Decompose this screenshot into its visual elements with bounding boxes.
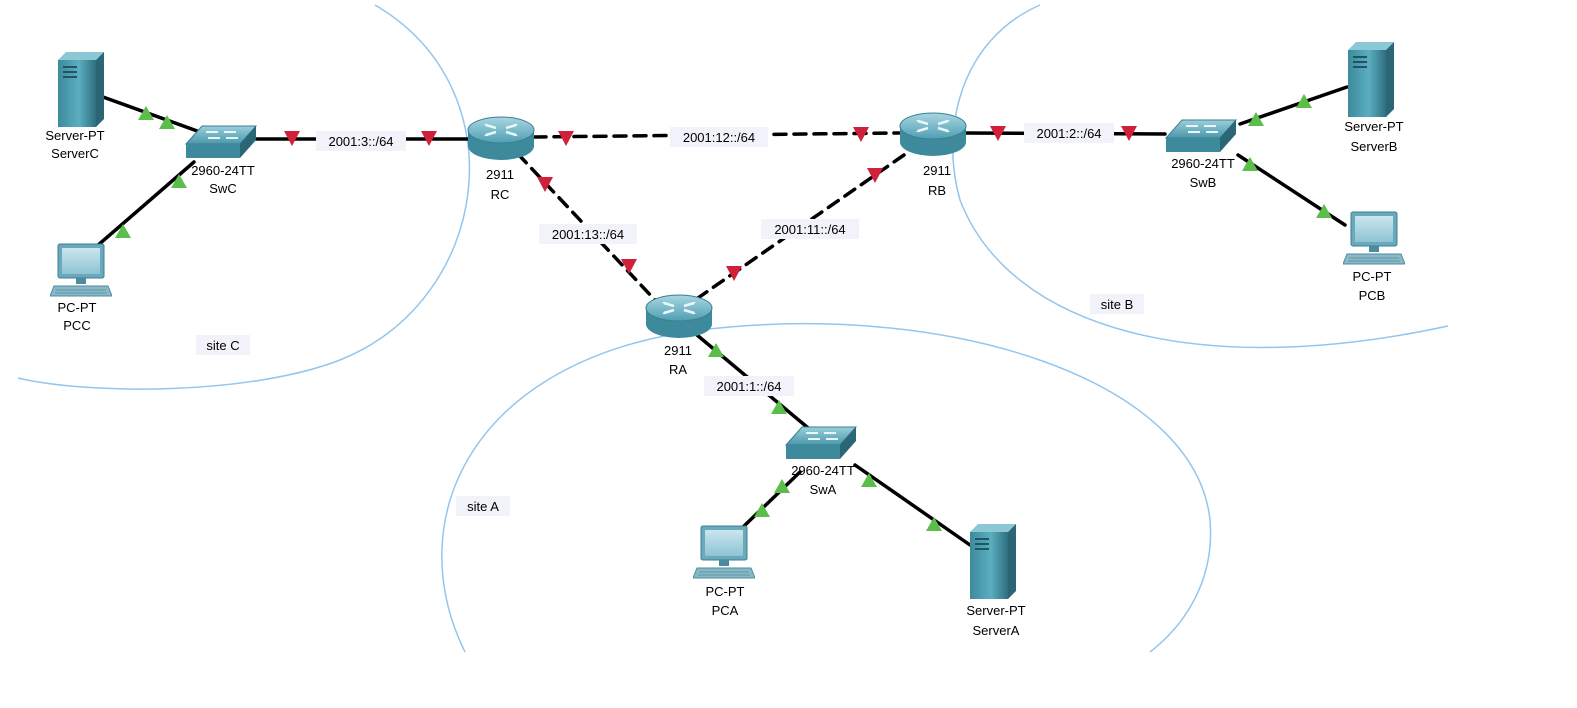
device-name: PCC xyxy=(63,318,90,333)
link-down-indicator xyxy=(853,127,869,142)
link-up-indicator xyxy=(771,400,787,414)
link-down-indicator xyxy=(726,266,742,281)
site-a-boundary xyxy=(441,323,1212,653)
link-up-indicator xyxy=(171,174,187,188)
site-labels: site C site B site A xyxy=(196,294,1144,516)
link-down-indicator xyxy=(1121,126,1137,141)
device-model: PC-PT xyxy=(1353,269,1392,284)
link-down-indicator xyxy=(537,177,553,192)
device-model: PC-PT xyxy=(706,584,745,599)
link-up-indicator xyxy=(861,473,877,487)
server-icon xyxy=(1348,42,1394,117)
device-model: 2911 xyxy=(664,343,692,358)
network-labels: 2001:3::/64 2001:12::/64 2001:2::/64 200… xyxy=(316,123,1114,396)
network-address: 2001:2::/64 xyxy=(1036,126,1101,141)
device-model: 2960-24TT xyxy=(191,163,255,178)
router-icon xyxy=(466,116,536,160)
device-name: ServerB xyxy=(1351,139,1398,154)
device-name: ServerA xyxy=(973,623,1020,638)
device-model: 2960-24TT xyxy=(1171,156,1235,171)
device-router-b[interactable]: 2911 RB xyxy=(898,112,968,198)
network-label-rc-ra: 2001:13::/64 xyxy=(539,224,637,244)
device-server-a[interactable]: Server-PT ServerA xyxy=(966,524,1026,638)
device-name: ServerC xyxy=(51,146,99,161)
device-router-c[interactable]: 2911 RC xyxy=(466,116,536,202)
router-icon xyxy=(898,112,968,156)
link-up-indicator xyxy=(1248,112,1264,126)
device-model: Server-PT xyxy=(1344,119,1403,134)
server-icon xyxy=(58,52,104,127)
pc-icon xyxy=(693,525,755,579)
device-name: RB xyxy=(928,183,946,198)
pc-icon xyxy=(50,243,112,297)
device-switch-c[interactable]: 2960-24TT SwC xyxy=(185,125,257,196)
link-up-indicator xyxy=(159,115,175,129)
server-icon xyxy=(970,524,1016,599)
link-up-indicator xyxy=(774,479,790,493)
site-c-label: site C xyxy=(206,338,239,353)
site-c-boundary xyxy=(17,4,471,390)
device-server-b[interactable]: Server-PT ServerB xyxy=(1344,42,1404,154)
network-label-rc-rb: 2001:12::/64 xyxy=(670,127,768,147)
link-up-indicator xyxy=(1316,204,1332,218)
link-down-indicator xyxy=(867,168,883,183)
pc-icon xyxy=(1343,211,1405,265)
device-model: PC-PT xyxy=(58,300,97,315)
device-name: RC xyxy=(491,187,510,202)
link-up-indicator xyxy=(1242,157,1258,171)
site-a-label: site A xyxy=(467,499,499,514)
device-pc-c[interactable]: PC-PT PCC xyxy=(50,243,112,333)
device-name: RA xyxy=(669,362,687,377)
network-label-rb-swb: 2001:2::/64 xyxy=(1024,123,1114,143)
device-model: 2911 xyxy=(486,167,514,182)
network-label-ra-swa: 2001:1::/64 xyxy=(704,376,794,396)
network-address: 2001:1::/64 xyxy=(716,379,781,394)
device-name: SwC xyxy=(209,181,236,196)
device-name: SwB xyxy=(1190,175,1217,190)
router-icon xyxy=(644,294,714,338)
link-down-indicator xyxy=(284,131,300,146)
link-pcc-swc[interactable] xyxy=(95,160,196,248)
device-model: 2960-24TT xyxy=(791,463,855,478)
link-down-indicator xyxy=(558,131,574,146)
device-switch-a[interactable]: 2960-24TT SwA xyxy=(785,426,857,497)
device-model: 2911 xyxy=(923,163,951,178)
site-b-label: site B xyxy=(1101,297,1134,312)
switch-icon xyxy=(1165,119,1237,153)
device-name: SwA xyxy=(810,482,837,497)
links xyxy=(95,85,1349,547)
link-up-indicator xyxy=(754,503,770,517)
switch-icon xyxy=(785,426,857,460)
link-down-indicator xyxy=(990,126,1006,141)
link-up-indicator xyxy=(138,106,154,120)
device-model: Server-PT xyxy=(966,603,1025,618)
link-swa-pca[interactable] xyxy=(740,470,802,530)
link-up-indicator xyxy=(926,517,942,531)
device-model: Server-PT xyxy=(45,128,104,143)
link-status-indicators xyxy=(115,94,1332,531)
link-up-indicator xyxy=(708,343,724,357)
device-pc-a[interactable]: PC-PT PCA xyxy=(693,525,755,618)
network-label-rc-swc: 2001:3::/64 xyxy=(316,131,406,151)
link-down-indicator xyxy=(421,131,437,146)
network-address: 2001:12::/64 xyxy=(683,130,755,145)
link-up-indicator xyxy=(115,224,131,238)
network-label-rb-ra: 2001:11::/64 xyxy=(761,219,859,239)
device-switch-b[interactable]: 2960-24TT SwB xyxy=(1165,119,1237,190)
device-name: PCB xyxy=(1359,288,1386,303)
device-pc-b[interactable]: PC-PT PCB xyxy=(1343,211,1405,303)
network-address: 2001:11::/64 xyxy=(774,222,845,237)
site-b-boundary xyxy=(952,4,1449,349)
link-down-indicator xyxy=(621,259,637,274)
device-server-c[interactable]: Server-PT ServerC xyxy=(45,52,105,161)
link-swa-servera[interactable] xyxy=(853,463,972,547)
device-router-a[interactable]: 2911 RA xyxy=(644,294,714,377)
network-address: 2001:13::/64 xyxy=(552,227,624,242)
network-address: 2001:3::/64 xyxy=(328,134,393,149)
link-up-indicator xyxy=(1296,94,1312,108)
device-name: PCA xyxy=(712,603,739,618)
link-serverc-swc[interactable] xyxy=(101,95,202,134)
site-boundaries xyxy=(17,4,1449,653)
